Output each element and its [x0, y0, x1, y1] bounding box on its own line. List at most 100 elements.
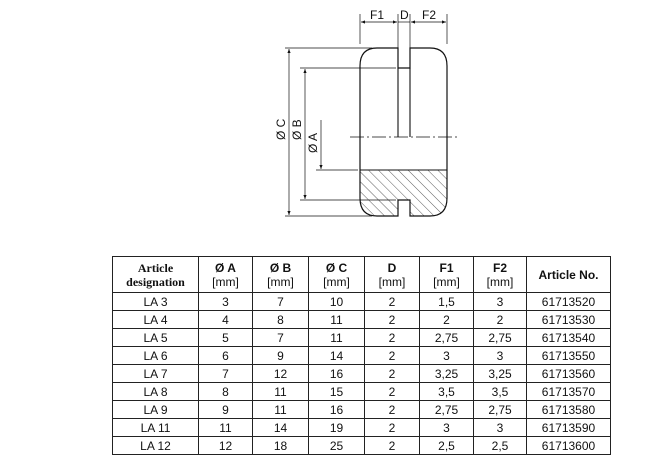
cell-dia-c: 11	[308, 310, 365, 329]
cell-d: 2	[364, 328, 420, 347]
cell-article-no: 61713600	[526, 436, 611, 455]
cell-article-no: 61713530	[526, 310, 611, 329]
cell-dia-c: 10	[308, 292, 365, 311]
cell-article-no: 61713540	[526, 328, 611, 347]
cell-dia-b: 11	[252, 382, 309, 401]
cell-dia-a: 3	[198, 292, 253, 311]
cell-dia-c: 11	[308, 328, 365, 347]
label-dia-a: Ø A	[306, 133, 320, 153]
header-dia-a: Ø A [mm]	[198, 256, 253, 293]
cell-article-designation: LA 7	[112, 364, 199, 383]
cell-dia-a: 7	[198, 364, 253, 383]
label-f2: F2	[422, 8, 436, 22]
cell-dia-c: 19	[308, 418, 365, 437]
cell-dia-b: 8	[252, 310, 309, 329]
cell-f2: 3	[473, 292, 527, 311]
cell-article-no: 61713580	[526, 400, 611, 419]
cell-dia-a: 5	[198, 328, 253, 347]
cell-f2: 3,25	[473, 364, 527, 383]
cell-f1: 2,75	[419, 328, 474, 347]
cell-dia-b: 7	[252, 328, 309, 347]
cell-article-designation: LA 6	[112, 346, 199, 365]
cell-dia-b: 7	[252, 292, 309, 311]
cell-dia-c: 16	[308, 400, 365, 419]
cell-f1: 3	[419, 346, 474, 365]
cell-f1: 2,75	[419, 400, 474, 419]
table-header-row: Article designation Ø A [mm] Ø B [mm] Ø …	[112, 256, 611, 293]
label-f1: F1	[370, 8, 384, 22]
cell-d: 2	[364, 310, 420, 329]
cell-article-no: 61713590	[526, 418, 611, 437]
cell-d: 2	[364, 346, 420, 365]
cell-article-designation: LA 9	[112, 400, 199, 419]
header-dia-c: Ø C [mm]	[308, 256, 365, 293]
cell-dia-a: 4	[198, 310, 253, 329]
cell-f1: 2,5	[419, 436, 474, 455]
cell-dia-a: 11	[198, 418, 253, 437]
header-f2: F2 [mm]	[473, 256, 527, 293]
cell-dia-b: 18	[252, 436, 309, 455]
cell-dia-a: 12	[198, 436, 253, 455]
cell-d: 2	[364, 364, 420, 383]
cell-d: 2	[364, 418, 420, 437]
cell-f1: 2	[419, 310, 474, 329]
cell-f2: 2,5	[473, 436, 527, 455]
cell-dia-b: 14	[252, 418, 309, 437]
label-dia-b: Ø B	[290, 119, 304, 140]
cell-article-no: 61713520	[526, 292, 611, 311]
cell-d: 2	[364, 400, 420, 419]
header-dia-b: Ø B [mm]	[252, 256, 309, 293]
label-dia-c: Ø C	[274, 118, 288, 140]
cell-f2: 3	[473, 418, 527, 437]
cell-f2: 2	[473, 310, 527, 329]
cell-dia-b: 11	[252, 400, 309, 419]
cell-d: 2	[364, 382, 420, 401]
header-article-no: Article No.	[526, 256, 611, 293]
cell-dia-b: 9	[252, 346, 309, 365]
cell-dia-a: 9	[198, 400, 253, 419]
cell-article-designation: LA 3	[112, 292, 199, 311]
cell-dia-c: 15	[308, 382, 365, 401]
section-hatch	[360, 170, 447, 216]
cell-d: 2	[364, 292, 420, 311]
grommet-outline	[359, 47, 448, 217]
header-d: D [mm]	[364, 256, 420, 293]
cell-dia-a: 6	[198, 346, 253, 365]
cell-article-designation: LA 8	[112, 382, 199, 401]
header-article-designation: Article designation	[112, 256, 199, 293]
cell-article-no: 61713550	[526, 346, 611, 365]
cell-article-designation: LA 5	[112, 328, 199, 347]
cell-f2: 3,5	[473, 382, 527, 401]
cell-d: 2	[364, 436, 420, 455]
cell-article-designation: LA 12	[112, 436, 199, 455]
cell-article-no: 61713560	[526, 364, 611, 383]
cell-f1: 3,5	[419, 382, 474, 401]
cell-f1: 3,25	[419, 364, 474, 383]
cell-article-designation: LA 4	[112, 310, 199, 329]
cell-dia-c: 14	[308, 346, 365, 365]
cell-dia-c: 16	[308, 364, 365, 383]
cell-article-designation: LA 11	[112, 418, 199, 437]
cell-f1: 3	[419, 418, 474, 437]
grommet-technical-drawing: F1 D F2 Ø C Ø B Ø A	[274, 8, 457, 217]
label-d: D	[400, 8, 409, 22]
cell-f2: 2,75	[473, 400, 527, 419]
cell-f2: 3	[473, 346, 527, 365]
cell-article-no: 61713570	[526, 382, 611, 401]
cell-dia-c: 25	[308, 436, 365, 455]
header-f1: F1 [mm]	[419, 256, 474, 293]
specification-table: Article designation Ø A [mm] Ø B [mm] Ø …	[112, 256, 611, 455]
cell-dia-a: 8	[198, 382, 253, 401]
cell-dia-b: 12	[252, 364, 309, 383]
cell-f1: 1,5	[419, 292, 474, 311]
